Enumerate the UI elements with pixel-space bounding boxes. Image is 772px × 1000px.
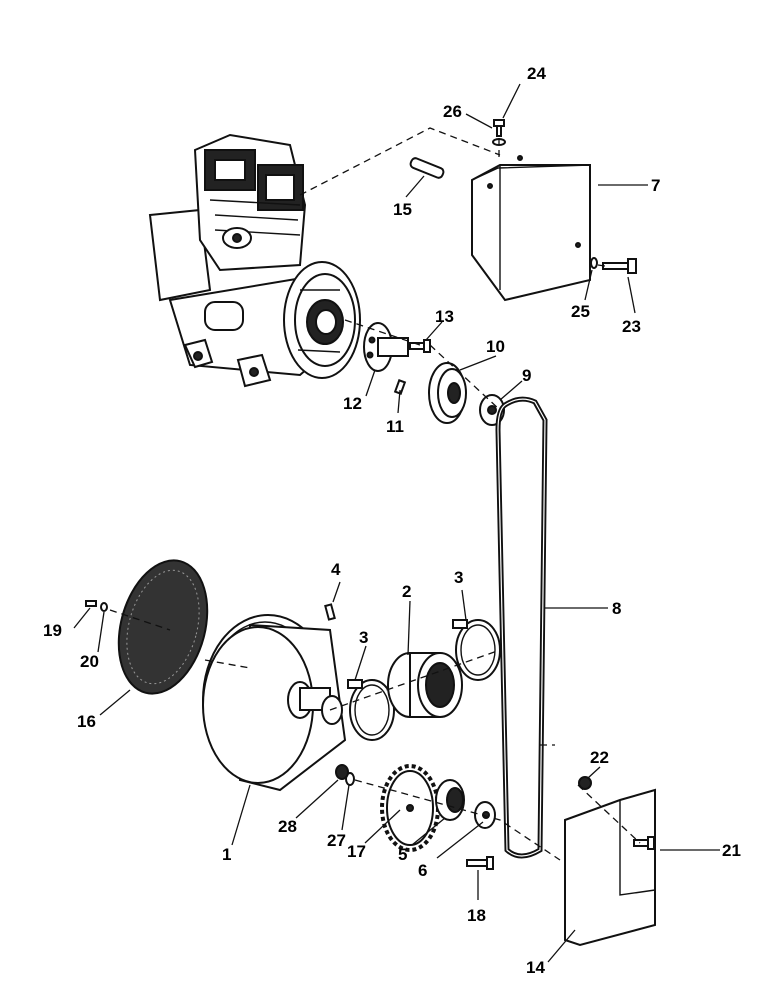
screw-24 bbox=[493, 119, 505, 137]
callout-4: 4 bbox=[331, 560, 341, 579]
callout-27: 27 bbox=[327, 831, 346, 850]
callout-9: 9 bbox=[522, 366, 531, 385]
callout-13: 13 bbox=[435, 307, 454, 326]
washer-20 bbox=[100, 602, 108, 612]
bushing-6 bbox=[474, 801, 496, 829]
callout-19: 19 bbox=[43, 621, 62, 640]
drive-pulley-10 bbox=[428, 362, 467, 424]
callout-20: 20 bbox=[80, 652, 99, 671]
lower-guard-14 bbox=[564, 788, 656, 947]
screw-21 bbox=[633, 836, 655, 850]
callout-26: 26 bbox=[443, 102, 462, 121]
fan-wheel-1 bbox=[202, 614, 347, 792]
screw-18 bbox=[466, 856, 494, 870]
callout-6: 6 bbox=[418, 861, 427, 880]
callout-24: 24 bbox=[527, 64, 546, 83]
screw-23 bbox=[602, 258, 637, 274]
callout-23: 23 bbox=[622, 317, 641, 336]
leader-lines bbox=[73, 83, 720, 963]
callout-12: 12 bbox=[343, 394, 362, 413]
shaft-15 bbox=[409, 157, 445, 179]
v-belt-8 bbox=[495, 396, 548, 859]
pulley-5 bbox=[435, 779, 465, 821]
callout-5: 5 bbox=[398, 845, 407, 864]
callout-18: 18 bbox=[467, 906, 486, 925]
callout-11: 11 bbox=[386, 417, 404, 436]
callout-16: 16 bbox=[77, 712, 96, 731]
callout-2: 2 bbox=[402, 582, 411, 601]
callout-8: 8 bbox=[612, 599, 621, 618]
callout-22: 22 bbox=[590, 748, 609, 767]
key-4 bbox=[324, 603, 336, 621]
callout-labels: 24 26 7 15 25 23 13 10 9 12 11 8 4 2 3 3… bbox=[43, 64, 741, 977]
callout-1: 1 bbox=[222, 845, 231, 864]
callout-28: 28 bbox=[278, 817, 297, 836]
washer-25 bbox=[590, 257, 598, 269]
callout-14: 14 bbox=[526, 958, 545, 977]
key-11 bbox=[393, 379, 407, 395]
cap-screw-13 bbox=[409, 339, 431, 353]
belt-guard-7 bbox=[471, 155, 591, 302]
callout-17: 17 bbox=[347, 842, 366, 861]
callout-25: 25 bbox=[571, 302, 590, 321]
clamp-3-left bbox=[347, 679, 395, 741]
callout-10: 10 bbox=[486, 337, 505, 356]
assembly-lines bbox=[109, 127, 641, 861]
callout-15: 15 bbox=[393, 200, 412, 219]
callout-21: 21 bbox=[722, 841, 741, 860]
engine-assembly bbox=[148, 133, 361, 388]
callout-7: 7 bbox=[651, 176, 660, 195]
washer-28 bbox=[335, 764, 349, 780]
callout-3-right: 3 bbox=[454, 568, 463, 587]
sprocket-17 bbox=[380, 764, 440, 852]
screen-16 bbox=[117, 559, 209, 695]
coupler-2 bbox=[387, 652, 463, 718]
flange-hub bbox=[363, 322, 409, 372]
nut-22 bbox=[578, 776, 592, 790]
callout-3-left: 3 bbox=[359, 628, 368, 647]
screw-19 bbox=[85, 600, 97, 607]
